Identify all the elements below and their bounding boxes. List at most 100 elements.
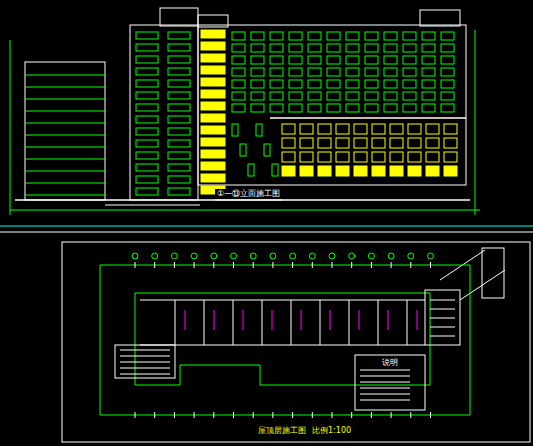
window <box>168 56 190 63</box>
stair-window <box>201 54 225 62</box>
axis-tick <box>194 412 195 418</box>
podium-window <box>318 124 331 134</box>
window <box>289 92 302 100</box>
window <box>422 104 435 112</box>
floor-line <box>25 111 105 112</box>
window <box>403 92 416 100</box>
window <box>384 92 397 100</box>
view-title: 屋顶层施工图 <box>256 426 308 436</box>
window <box>232 32 245 40</box>
window <box>365 56 378 64</box>
window <box>403 68 416 76</box>
window <box>168 176 190 183</box>
window <box>422 80 435 88</box>
floor-line <box>25 123 105 124</box>
floor-line <box>25 159 105 160</box>
axis-bubble <box>250 253 256 259</box>
window <box>270 80 283 88</box>
window <box>168 32 190 39</box>
axis-tick <box>135 262 136 268</box>
axis-tick <box>174 262 175 268</box>
axis-tick <box>253 412 254 418</box>
window <box>422 56 435 64</box>
window <box>384 80 397 88</box>
window <box>308 80 321 88</box>
podium-window <box>336 166 349 176</box>
window <box>422 44 435 52</box>
podium-window <box>318 138 331 148</box>
window <box>251 92 264 100</box>
axis-tick <box>233 412 234 418</box>
axis-tick <box>391 262 392 268</box>
window <box>346 80 359 88</box>
window <box>308 32 321 40</box>
note-line <box>360 400 410 401</box>
window <box>422 32 435 40</box>
window <box>403 44 416 52</box>
window <box>308 104 321 112</box>
window <box>441 56 454 64</box>
window <box>232 92 245 100</box>
stair-window <box>201 138 225 146</box>
parapet <box>140 300 425 301</box>
podium-window <box>408 152 421 162</box>
drain-line <box>185 310 186 330</box>
drain-line <box>243 310 244 330</box>
window <box>346 32 359 40</box>
axis-bubble <box>270 253 276 259</box>
window <box>289 56 302 64</box>
window <box>251 44 264 52</box>
axis-bubble <box>152 253 158 259</box>
window <box>168 188 190 195</box>
note-line <box>360 394 410 395</box>
window <box>270 56 283 64</box>
window <box>327 104 340 112</box>
podium-window <box>300 152 313 162</box>
axis-tick <box>174 412 175 418</box>
axis-tick <box>351 262 352 268</box>
partition <box>204 300 205 345</box>
stair-tread <box>430 309 455 310</box>
podium-window <box>336 124 349 134</box>
window <box>289 68 302 76</box>
podium-window <box>354 166 367 176</box>
window <box>441 68 454 76</box>
window <box>272 164 278 176</box>
axis-tick <box>430 412 431 418</box>
window <box>232 68 245 76</box>
window <box>308 56 321 64</box>
window <box>168 128 190 135</box>
axis-bubble <box>349 253 355 259</box>
stair-tread <box>430 318 455 319</box>
axis-tick <box>272 412 273 418</box>
drain-line <box>214 310 215 330</box>
window <box>384 104 397 112</box>
window <box>136 116 158 123</box>
podium-window <box>300 138 313 148</box>
stair-window <box>201 90 225 98</box>
axis-tick <box>351 412 352 418</box>
drain-line <box>417 310 418 330</box>
axis-tick <box>430 262 431 268</box>
floor-line <box>25 183 105 184</box>
floor-line <box>25 195 105 196</box>
podium-window <box>390 152 403 162</box>
stair-tread <box>120 374 170 375</box>
axis-tick <box>332 412 333 418</box>
stair-window <box>201 150 225 158</box>
window <box>308 68 321 76</box>
stair-tread <box>430 336 455 337</box>
podium-window <box>318 166 331 176</box>
note-line <box>360 370 410 371</box>
podium-window <box>354 124 367 134</box>
window <box>232 44 245 52</box>
axis-tick <box>253 262 254 268</box>
stair-tread <box>120 350 170 351</box>
podium-window <box>372 138 385 148</box>
window <box>346 44 359 52</box>
window <box>346 56 359 64</box>
axis-bubble <box>171 253 177 259</box>
stair-tread <box>120 356 170 357</box>
parapet <box>140 345 425 346</box>
